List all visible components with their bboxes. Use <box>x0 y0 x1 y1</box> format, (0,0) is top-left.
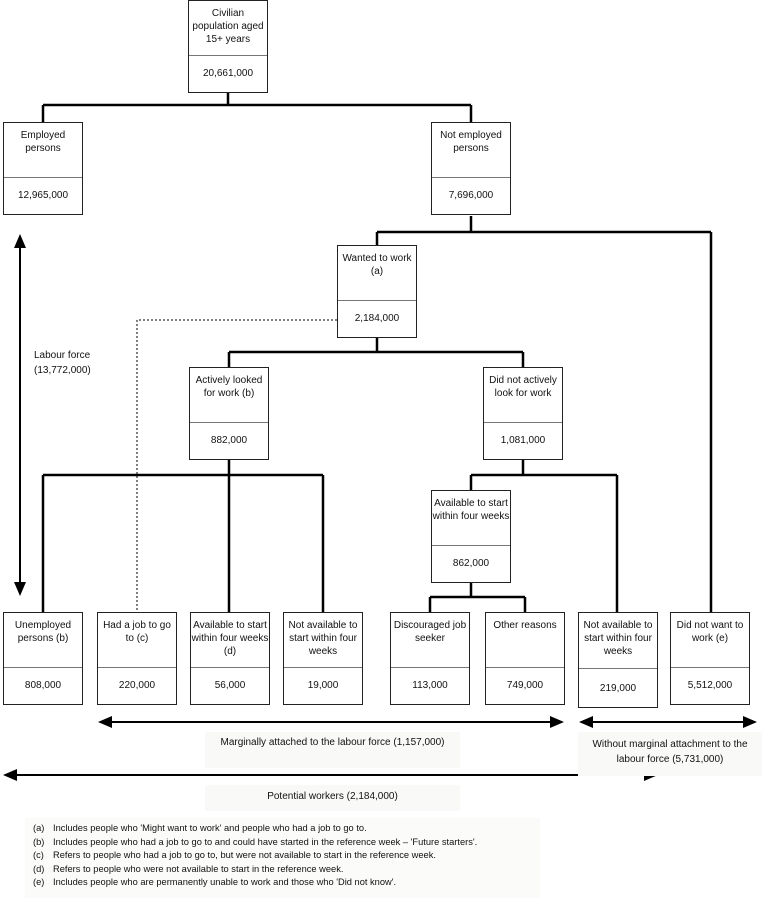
box-not-available-inactive: Not available to start within four weeks… <box>578 612 658 708</box>
box-actively-looked: Actively looked for work (b)882,000 <box>189 367 269 460</box>
box-available-d: Available to start within four weeks (d)… <box>190 612 270 705</box>
footnote: (e)Includes people who are permanently u… <box>33 877 397 887</box>
box-unemployed: Unemployed persons (b)808,000 <box>3 612 83 705</box>
without-marginal-label: Without marginal attachment to the labou… <box>578 732 762 776</box>
footnote: (d)Refers to people who were not availab… <box>33 863 344 874</box>
marginal-label: Marginally attached to the labour force … <box>205 732 460 768</box>
box-did-not-want: Did not want to work (e)5,512,000 <box>670 612 750 705</box>
labour-force-label: Labour force (13,772,000) <box>34 350 91 376</box>
footnote: (a)Includes people who 'Might want to wo… <box>33 823 367 833</box>
box-had-job-to-go-to: Had a job to go to (c)220,000 <box>97 612 177 705</box>
box-not-available-active: Not available to start within four weeks… <box>283 612 363 705</box>
box-wanted-to-work: Wanted to work (a)2,184,000 <box>337 245 417 338</box>
footnote: (c)Refers to people who had a job to go … <box>33 850 436 860</box>
footnotes: (a)Includes people who 'Might want to wo… <box>25 818 540 898</box>
footnote: (b)Includes people who had a job to go t… <box>33 836 478 847</box>
potential-workers-label: Potential workers (2,184,000) <box>205 785 460 811</box>
